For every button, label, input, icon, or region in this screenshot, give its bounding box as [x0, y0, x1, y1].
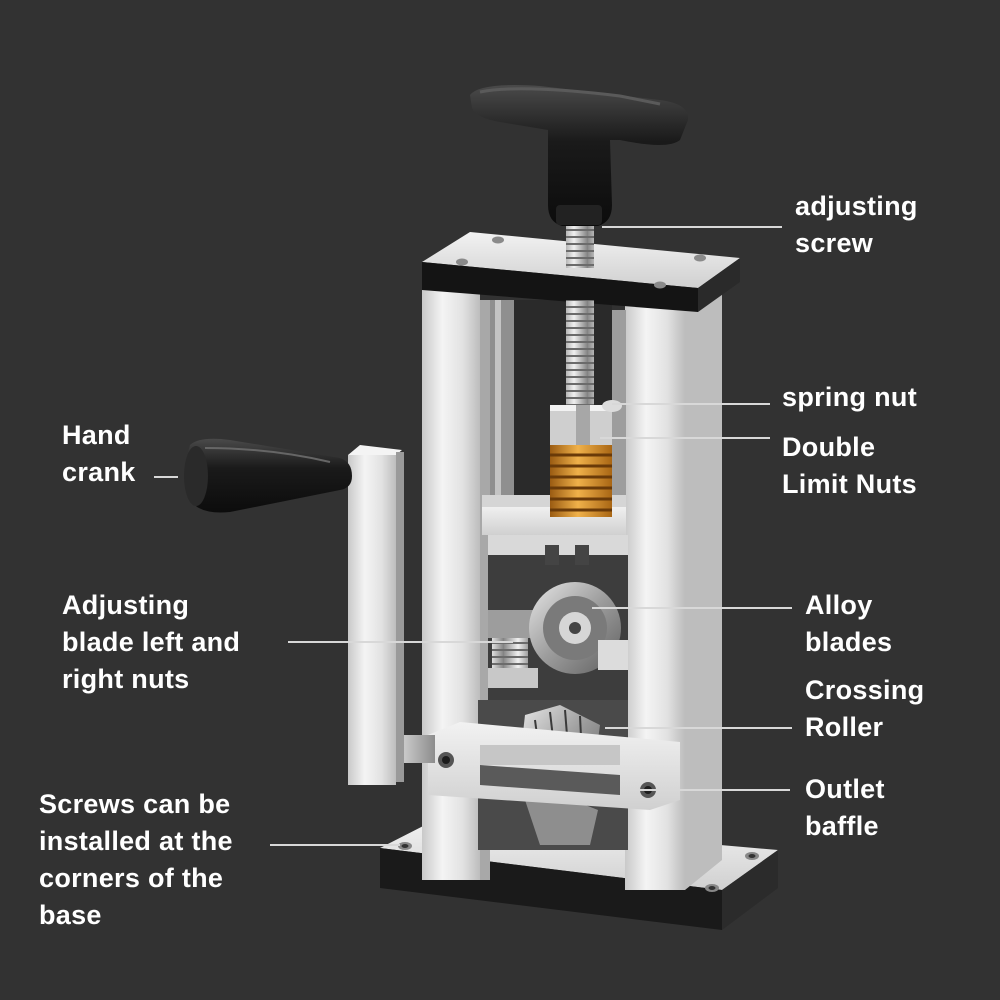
leader-adjusting-screw [602, 226, 782, 228]
leader-alloy-blades [592, 607, 792, 609]
leader-spring-nut [612, 403, 770, 405]
leader-double-limit-nuts [600, 437, 770, 439]
spring-nut-assembly [550, 400, 622, 517]
label-screws-base: Screws can be installed at the corners o… [39, 789, 233, 930]
crank-arm [348, 445, 435, 785]
outlet-baffle-plate [428, 722, 680, 810]
label-hand-crank: Hand crank [62, 420, 136, 487]
leader-crossing-roller [605, 727, 792, 729]
t-handle [470, 85, 689, 226]
label-adjusting-blade: Adjusting blade left and right nuts [62, 590, 241, 694]
leader-hand-crank [154, 476, 178, 478]
leader-screws-base [270, 844, 400, 846]
leader-outlet-baffle [630, 789, 790, 791]
leader-adjusting-blade [288, 641, 513, 643]
label-alloy-blades: Alloy blades [805, 590, 893, 657]
hand-crank-grip [184, 438, 352, 513]
label-crossing-roller: Crossing Roller [805, 675, 925, 742]
label-adjusting-screw: adjusting screw [795, 191, 918, 258]
blade-chamber [488, 535, 628, 700]
label-spring-nut: spring nut [782, 382, 917, 412]
label-outlet-baffle: Outlet baffle [805, 774, 885, 841]
label-double-limit-nuts: Double Limit Nuts [782, 432, 917, 499]
threaded-rod [566, 220, 594, 410]
